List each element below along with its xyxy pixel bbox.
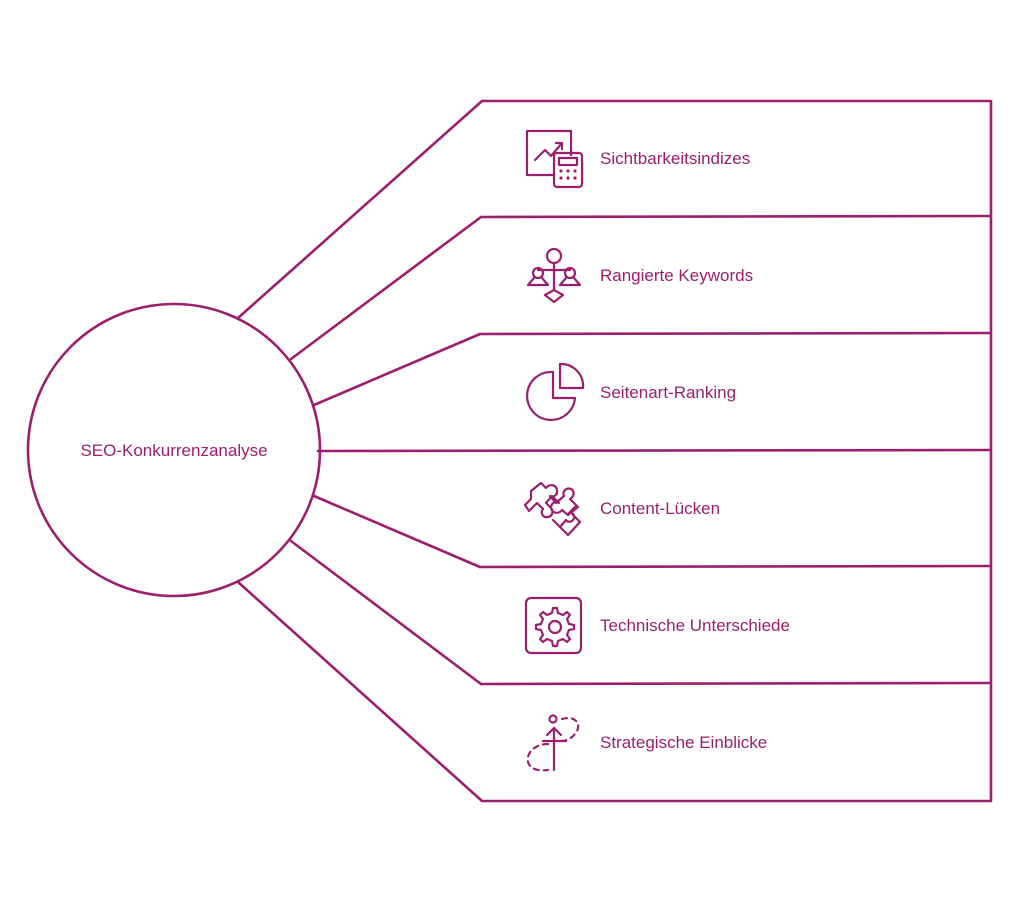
item-label: Seitenart-Ranking bbox=[600, 383, 736, 402]
puzzle-piece-icon bbox=[523, 481, 582, 537]
item-label: Sichtbarkeitsindizes bbox=[600, 149, 750, 168]
item-rangierte-keywords: Rangierte Keywords bbox=[526, 247, 753, 304]
item-technische-unterschiede: Technische Unterschiede bbox=[524, 596, 790, 655]
item-label: Strategische Einblicke bbox=[600, 733, 767, 752]
pie-chart-icon bbox=[526, 362, 585, 422]
strategy-path-icon bbox=[526, 714, 580, 772]
item-sichtbarkeitsindizes: Sichtbarkeitsindizes bbox=[525, 129, 750, 189]
item-label: Technische Unterschiede bbox=[600, 616, 790, 635]
item-strategische-einblicke: Strategische Einblicke bbox=[526, 714, 767, 772]
center-node: SEO-Konkurrenzanalyse bbox=[26, 302, 322, 598]
chart-calculator-icon bbox=[525, 129, 584, 189]
center-label: SEO-Konkurrenzanalyse bbox=[80, 441, 267, 460]
connector-lines bbox=[236, 99, 484, 803]
item-seitenart-ranking: Seitenart-Ranking bbox=[526, 362, 736, 422]
item-frame bbox=[316, 99, 993, 803]
item-label: Content-Lücken bbox=[600, 499, 720, 518]
item-label: Rangierte Keywords bbox=[600, 266, 753, 285]
hierarchy-scale-icon bbox=[526, 247, 582, 304]
item-content-luecken: Content-Lücken bbox=[523, 481, 720, 537]
gear-box-icon bbox=[524, 596, 583, 655]
